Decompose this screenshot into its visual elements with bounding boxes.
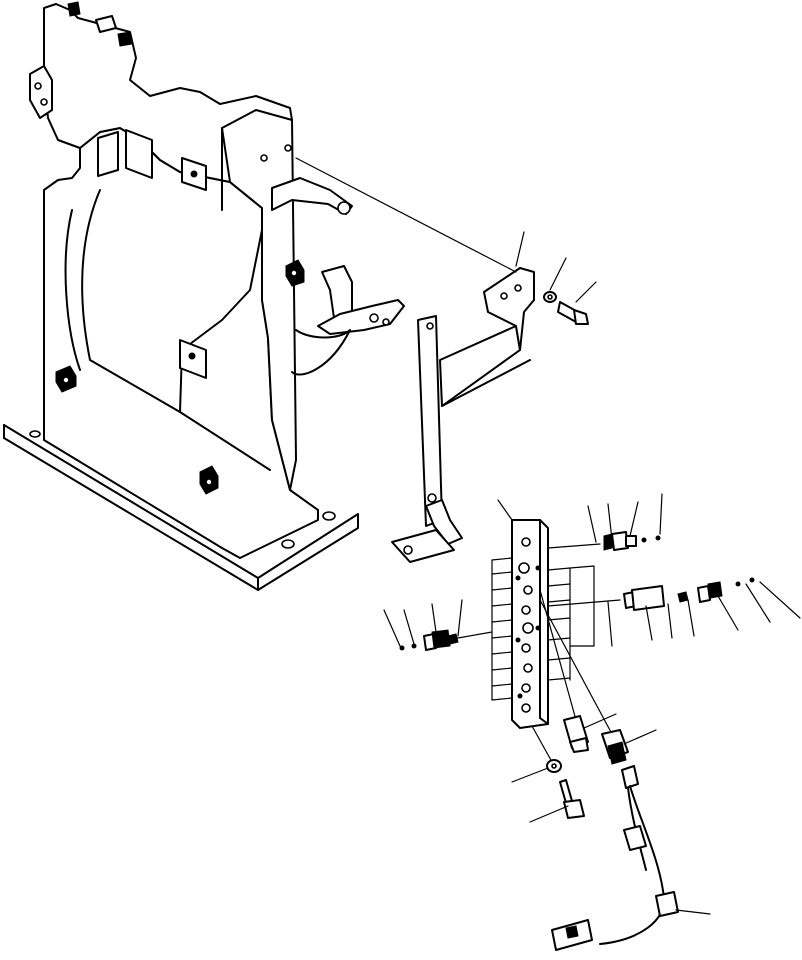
wiring-harness <box>551 765 679 951</box>
bracket-hole <box>500 292 508 300</box>
top-connector <box>67 1 81 17</box>
switch-cap <box>607 741 627 765</box>
bracket-hole <box>403 545 413 555</box>
bolt-head <box>573 309 589 325</box>
flange-hole <box>34 82 42 90</box>
column-hole <box>284 144 292 152</box>
left-flange <box>29 65 53 119</box>
fitting-body <box>431 629 451 649</box>
lever-post <box>321 265 353 319</box>
leader-line <box>295 157 517 273</box>
fitting-tip <box>447 633 459 645</box>
bracket-hole <box>427 493 437 503</box>
bolt-head <box>563 799 585 819</box>
lever-arm <box>317 299 405 335</box>
sensor-cap <box>569 737 589 753</box>
o-ring <box>677 591 689 603</box>
column-hole <box>260 154 268 162</box>
fittings-right <box>547 531 755 611</box>
mount-tab <box>97 131 119 177</box>
fitting-body <box>611 531 629 551</box>
fitting-body <box>707 581 723 599</box>
washer-bolt-top <box>543 291 589 325</box>
mount-tab-hole <box>188 352 196 360</box>
washer-bolt-bottom <box>531 725 585 819</box>
mount-tab <box>125 129 153 179</box>
frame-stand <box>3 1 405 591</box>
harness-clamp <box>655 891 679 917</box>
mount-tab-hole <box>190 170 198 178</box>
fitting-nut <box>603 533 613 551</box>
fitting-nut <box>697 585 711 603</box>
valve-block <box>511 519 549 729</box>
side-bracket-hole <box>337 201 351 215</box>
base-hole <box>322 511 336 521</box>
bracket-foot <box>425 499 463 545</box>
top-connector <box>95 15 117 33</box>
sensors <box>539 589 629 765</box>
callout-leaders <box>383 231 801 915</box>
harness-connector <box>621 765 639 789</box>
lever-hole <box>382 318 390 326</box>
harness-connector <box>623 825 647 851</box>
lever-hole <box>369 313 379 323</box>
callout-brackets <box>491 557 595 701</box>
top-connector <box>117 31 133 47</box>
weld-nut-hole <box>62 376 70 384</box>
adapter-body <box>631 585 665 611</box>
fittings-left <box>399 629 493 651</box>
fitting-tip <box>625 535 637 547</box>
bracket-hole <box>426 322 434 330</box>
weld-nut-hole <box>205 478 213 486</box>
flange-hole <box>40 98 48 106</box>
base-hole <box>281 539 295 549</box>
bracket-hole <box>514 284 522 292</box>
bracket-arm <box>439 325 521 407</box>
mounting-bracket <box>391 267 535 563</box>
base-hole <box>29 430 41 438</box>
weld-nut-hole <box>290 269 298 277</box>
